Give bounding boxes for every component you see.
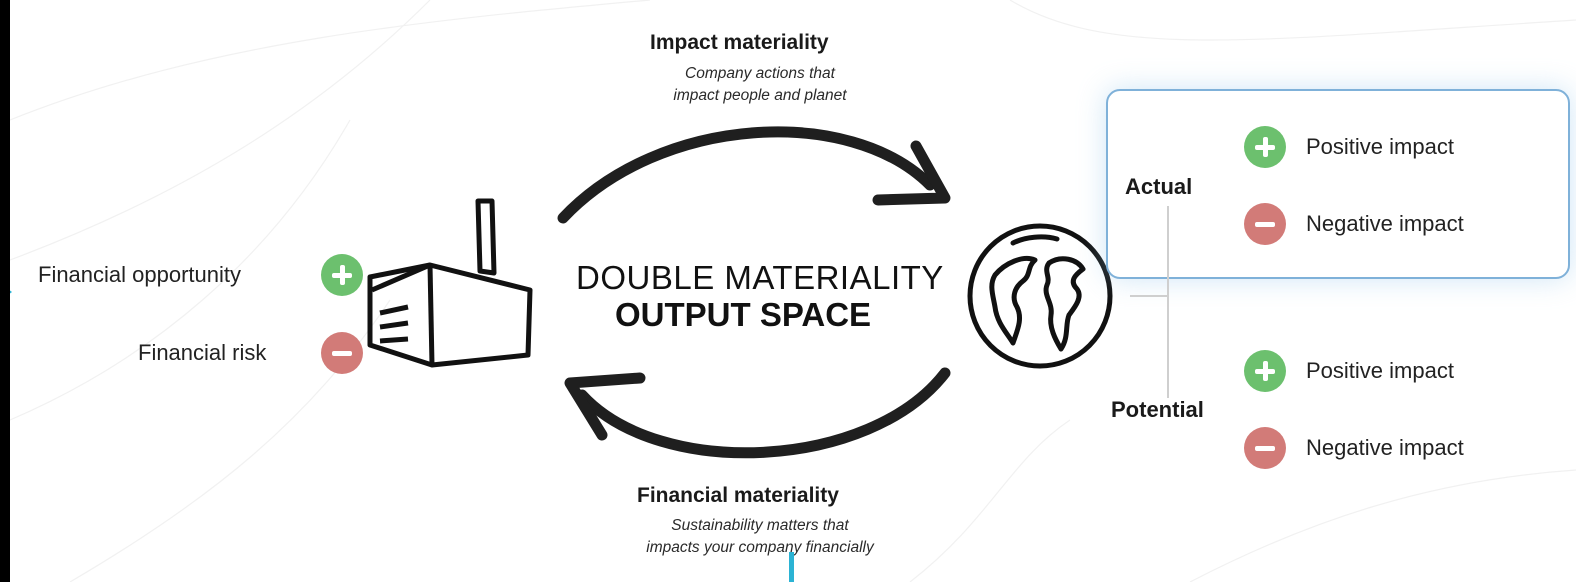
actual-negative-minus-icon — [1244, 203, 1286, 245]
actual-label: Actual — [1125, 174, 1193, 199]
financial-opportunity-plus-icon — [321, 254, 363, 296]
actual-positive-plus-icon — [1244, 126, 1286, 168]
financial-materiality-description: Sustainability matters that impacts your… — [590, 515, 930, 559]
potential-label: Potential — [1111, 397, 1204, 422]
background-pattern — [10, 0, 1576, 582]
impact-description-line-2: impact people and planet — [673, 87, 847, 104]
financial-risk-label: Financial risk — [138, 340, 267, 365]
potential-positive-impact-label: Positive impact — [1306, 358, 1454, 383]
financial-risk-minus-icon — [321, 332, 363, 374]
potential-positive-plus-icon — [1244, 350, 1286, 392]
connector-lines — [1130, 206, 1169, 398]
impact-materiality-description: Company actions that impact people and p… — [610, 63, 910, 107]
financial-materiality-title: Financial materiality — [637, 484, 839, 507]
impact-materiality-title: Impact materiality — [650, 31, 829, 54]
potential-negative-minus-icon — [1244, 427, 1286, 469]
arrow-icon — [557, 126, 936, 224]
center-title-line-1: DOUBLE MATERIALITY — [576, 259, 944, 296]
factory-icon — [367, 198, 533, 368]
financial-opportunity-label: Financial opportunity — [38, 262, 242, 287]
cyan-bar-marker — [789, 552, 794, 582]
financial-description-line-2: impacts your company financially — [646, 539, 874, 556]
actual-negative-impact-label: Negative impact — [1306, 211, 1464, 236]
potential-negative-impact-label: Negative impact — [1306, 435, 1464, 460]
globe-icon — [967, 223, 1113, 369]
actual-impact-box — [1106, 89, 1570, 279]
impact-description-line-1: Company actions that — [685, 65, 835, 82]
arrow-icon — [576, 367, 951, 459]
financial-description-line-1: Sustainability matters that — [671, 517, 849, 534]
cycle-arrows — [557, 126, 951, 459]
cyan-pointer-marker — [10, 283, 12, 301]
center-title-line-2: OUTPUT SPACE — [615, 296, 872, 333]
diagram-canvas: Impact materiality Company actions that … — [10, 0, 1576, 582]
actual-positive-impact-label: Positive impact — [1306, 134, 1454, 159]
